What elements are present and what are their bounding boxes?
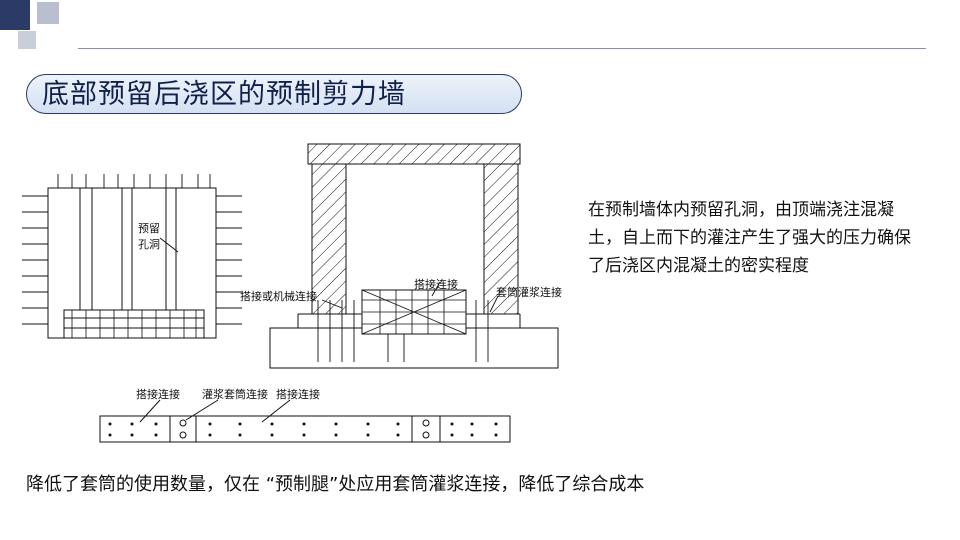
caption-text: 降低了套筒的使用数量，仅在 “预制腿”处应用套筒灌浆连接，降低了综合成本 xyxy=(26,474,645,495)
wall-section xyxy=(269,143,559,369)
label-lap-top: 搭接连接 xyxy=(414,278,458,291)
shear-wall-drawing: 预留 孔洞 xyxy=(22,143,562,443)
label-lap-bottom-left: 搭接连接 xyxy=(136,388,180,401)
left-wall-elevation xyxy=(22,174,242,339)
label-lap-or-mechanical: 搭接或机械连接 xyxy=(240,289,317,303)
label-sleeve-grout-right: 套筒灌浆连接 xyxy=(496,285,562,299)
label-reserved-hole: 预留 xyxy=(138,222,160,235)
title-banner xyxy=(26,74,522,114)
plan-strip xyxy=(99,399,511,443)
corner-decoration xyxy=(0,0,59,49)
label-reserved-hole-2: 孔洞 xyxy=(138,238,160,251)
label-lap-bottom-right: 搭接连接 xyxy=(276,388,320,401)
page-title: 底部预留后浇区的预制剪力墙 xyxy=(42,79,406,110)
label-sleeve-grout-bottom: 灌浆套筒连接 xyxy=(202,387,268,401)
description-text: 在预制墙体内预留孔洞，由顶端浇注混凝土，自上而下的灌注产生了强大的压力确保了后浇… xyxy=(588,200,911,276)
header-rule xyxy=(78,48,926,49)
